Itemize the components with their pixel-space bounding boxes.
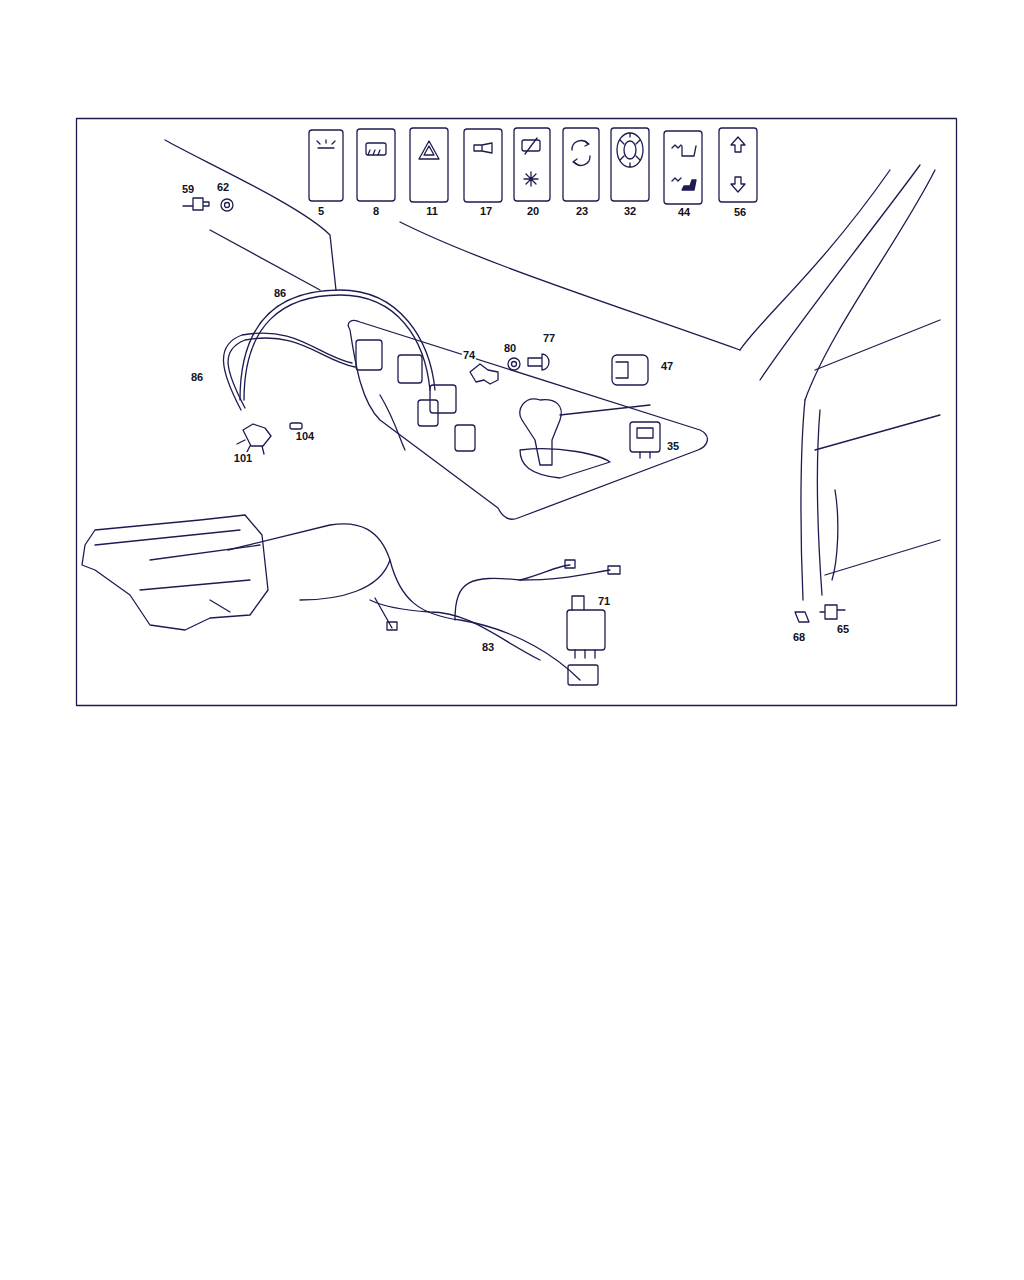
switch-icons	[309, 128, 757, 204]
callout-number: 23	[575, 205, 589, 217]
callout-number: 86	[273, 287, 287, 299]
callout-number: 80	[503, 342, 517, 354]
callout-number: 74	[462, 349, 476, 361]
dashboard-outline	[165, 140, 940, 600]
callout-number: 47	[660, 360, 674, 372]
unit-housing	[82, 515, 620, 685]
cables	[223, 290, 435, 410]
callout-number: 35	[666, 440, 680, 452]
callout-number: 86	[190, 371, 204, 383]
small-parts	[183, 198, 845, 622]
console-plate	[348, 320, 707, 519]
callout-number: 104	[295, 430, 315, 442]
callout-number: 77	[542, 332, 556, 344]
callout-number: 65	[836, 623, 850, 635]
callout-number: 8	[372, 205, 380, 217]
callout-number: 101	[233, 452, 253, 464]
callout-number: 83	[481, 641, 495, 653]
callout-number: 68	[792, 631, 806, 643]
callout-number: 32	[623, 205, 637, 217]
callout-number: 44	[677, 206, 691, 218]
callout-number: 56	[733, 206, 747, 218]
callout-number: 59	[181, 183, 195, 195]
callout-number: 62	[216, 181, 230, 193]
callout-number: 20	[526, 205, 540, 217]
frame	[77, 119, 957, 706]
callout-number: 71	[597, 595, 611, 607]
callout-number: 5	[317, 205, 325, 217]
callout-number: 17	[479, 205, 493, 217]
callout-number: 11	[425, 205, 439, 217]
